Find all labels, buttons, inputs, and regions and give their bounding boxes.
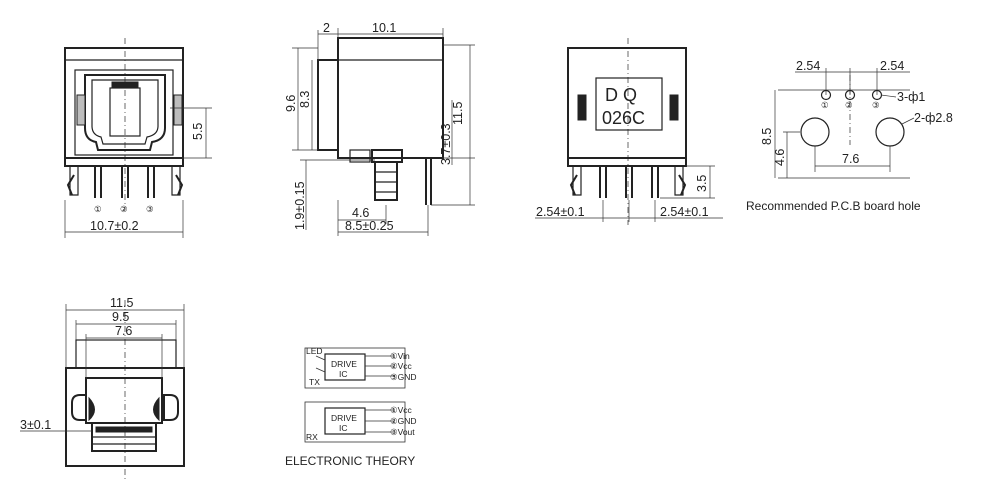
- back-view: D Q 026C 3.5 2.54±0.1 2.54±0.1: [535, 38, 723, 225]
- top-dim-a: 11.5: [110, 296, 133, 310]
- tx-pin-1: ①Vin: [390, 351, 410, 361]
- pcb-dim-pitch-right: 2.54: [880, 59, 904, 73]
- rx-pin-2: ②GND: [390, 416, 417, 426]
- schematic: LED DRIVE IC TX ①Vin ②Vcc ③GND DRIVE IC …: [285, 346, 417, 468]
- top-view: 11.5 9.5 7.6 3±0.1: [20, 296, 185, 482]
- pcb-pin-2: ②: [845, 100, 853, 110]
- pcb-dim-bottom: 7.6: [842, 152, 859, 166]
- tx-ic-2: IC: [339, 369, 348, 379]
- rx-pin-3: ③Vout: [390, 427, 415, 437]
- side-dim-right-b: 11.5: [451, 102, 465, 125]
- front-dim-width: 10.7±0.2: [90, 219, 139, 233]
- pcb-dim-pitch-left: 2.54: [796, 59, 820, 73]
- side-dim-bottom-b: 8.5±0.25: [345, 219, 394, 233]
- tx-label: TX: [309, 377, 320, 387]
- back-marking-line1: D Q: [605, 85, 637, 105]
- back-dim-pitch-left: 2.54±0.1: [536, 205, 585, 219]
- top-dim-b: 9.5: [112, 310, 129, 324]
- tx-pin-2: ②Vcc: [390, 361, 413, 371]
- top-dim-c: 7.6: [115, 324, 132, 338]
- side-dim-top-small: 2: [323, 21, 330, 35]
- side-dim-bottom-left: 1.9±0.15: [293, 181, 307, 230]
- pcb-pin-1: ①: [821, 100, 829, 110]
- front-pin-3: ③: [146, 204, 154, 214]
- side-dim-left-outer: 9.6: [284, 95, 298, 112]
- rx-label: RX: [306, 432, 318, 442]
- rx-pin-1: ①Vcc: [390, 405, 413, 415]
- back-marking-line2: 026C: [602, 108, 645, 128]
- side-dim-left-inner: 8.3: [298, 91, 312, 108]
- back-dim-pin: 3.5: [695, 175, 709, 192]
- side-dim-top: 10.1: [372, 21, 396, 35]
- front-dim-height: 5.5: [191, 123, 205, 140]
- tx-ic-1: DRIVE: [331, 359, 357, 369]
- rx-ic-2: IC: [339, 423, 348, 433]
- pcb-pin-3: ③: [872, 100, 880, 110]
- front-view: ① ② ③ 10.7±0.2 5.5: [64, 38, 212, 238]
- side-dim-bottom-a: 4.6: [352, 206, 369, 220]
- side-dim-right-a: 3.7±0.3: [439, 123, 453, 165]
- front-pin-2: ②: [120, 204, 128, 214]
- schematic-caption: ELECTRONIC THEORY: [285, 454, 415, 468]
- pcb-hole-small: 3-ф1: [897, 90, 925, 104]
- rx-ic-1: DRIVE: [331, 413, 357, 423]
- pcb-dim-left-inner: 4.6: [773, 149, 787, 166]
- side-view: 2 10.1 9.6 8.3 1.9±0.15 11.5 3.7±0.3 4.6…: [284, 21, 475, 236]
- pcb-caption: Recommended P.C.B board hole: [746, 199, 921, 213]
- top-dim-left: 3±0.1: [20, 418, 51, 432]
- back-dim-pitch-right: 2.54±0.1: [660, 205, 709, 219]
- pcb-dim-left-outer: 8.5: [760, 128, 774, 145]
- pcb-hole-large: 2-ф2.8: [914, 111, 953, 125]
- front-pin-1: ①: [94, 204, 102, 214]
- pcb-view: 2.54 2.54 ① ② ③ 3-ф1 2-ф2.8 8.5 4.6 7.6 …: [746, 59, 953, 213]
- tx-pin-3: ③GND: [390, 372, 417, 382]
- tx-led: LED: [306, 346, 323, 356]
